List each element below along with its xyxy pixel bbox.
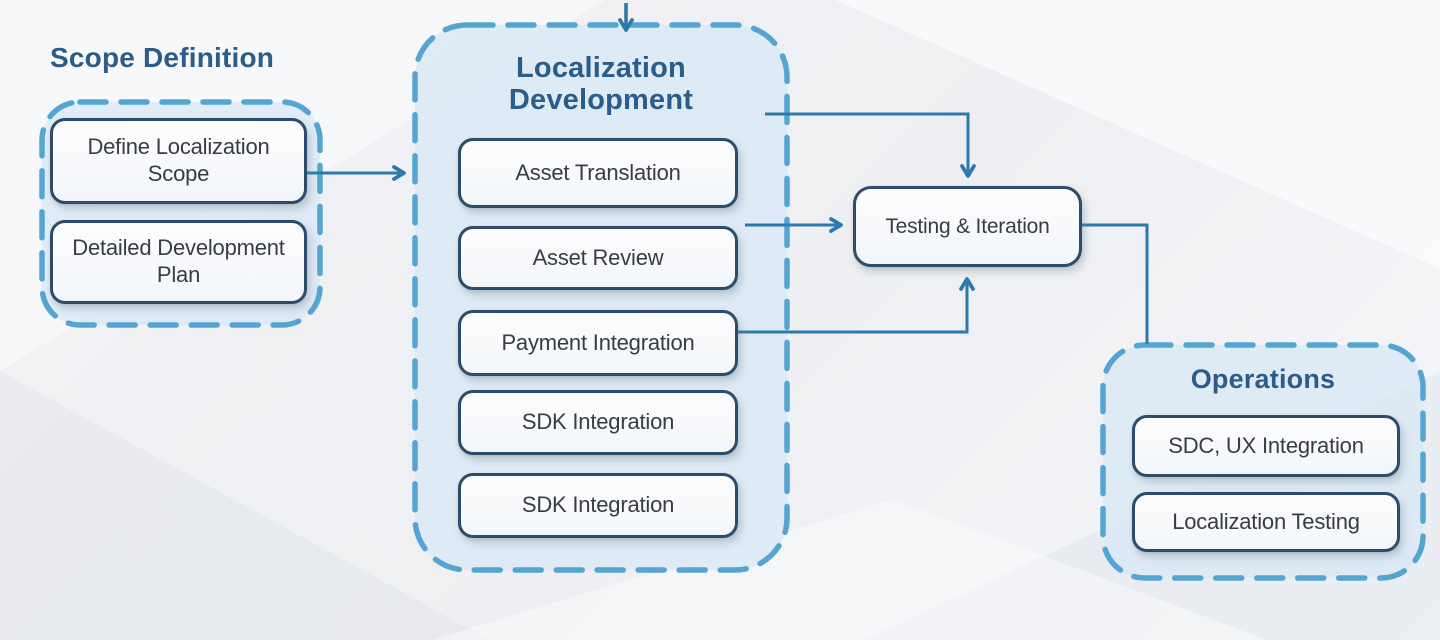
connector-payment-integration-to-testing-bottom: [738, 277, 975, 334]
node-label: Testing & Iteration: [885, 214, 1050, 238]
node-label: Payment Integration: [501, 329, 695, 355]
node-label: Localization Testing: [1172, 508, 1360, 534]
node-label: Asset Review: [532, 244, 664, 270]
node-sdc-ux-integration: SDC, UX Integration: [1132, 415, 1400, 477]
group-title-scope-definition: Scope Definition: [50, 42, 275, 73]
group-title-operations: Operations: [1190, 364, 1336, 394]
group-title-localization-development: Localization Development: [508, 52, 694, 117]
node-label: SDK Integration: [521, 409, 675, 435]
node-label: Define Localization Scope: [87, 134, 270, 186]
node-asset-translation: Asset Translation: [458, 138, 738, 208]
node-sdk-integration-2: SDK Integration: [458, 473, 738, 538]
node-label: SDK Integration: [521, 492, 675, 518]
node-sdk-integration-1: SDK Integration: [458, 390, 738, 455]
node-testing-and-iteration: Testing & Iteration: [853, 186, 1082, 267]
node-label: Asset Translation: [515, 159, 681, 185]
node-detailed-development-plan: Detailed Development Plan: [50, 220, 307, 304]
node-define-localization-scope: Define Localization Scope: [50, 118, 307, 204]
node-label: Detailed Development Plan: [72, 235, 285, 287]
node-localization-testing: Localization Testing: [1132, 492, 1400, 552]
node-payment-integration: Payment Integration: [458, 310, 738, 376]
connector-testing-to-operations: [1082, 223, 1149, 344]
node-label: SDC, UX Integration: [1168, 432, 1364, 458]
connector-localization-development-to-testing-top: [765, 112, 976, 178]
node-asset-review: Asset Review: [458, 226, 738, 290]
